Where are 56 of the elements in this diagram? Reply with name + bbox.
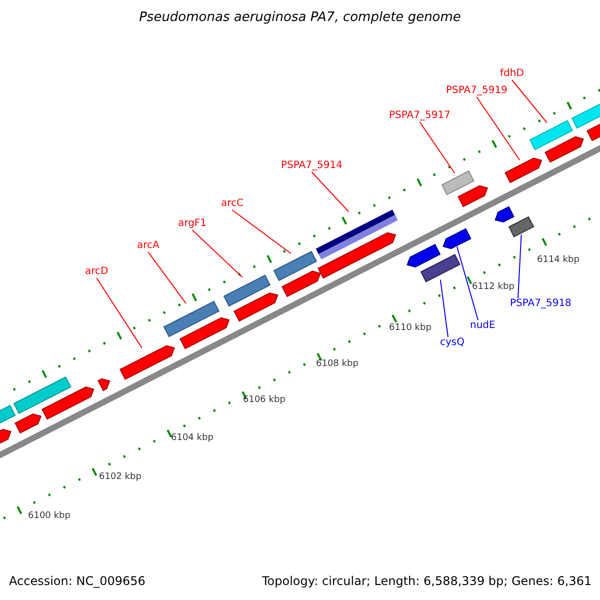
scale-label: 6100 kbp (28, 510, 70, 522)
leader-line (476, 96, 520, 161)
leader-line (440, 279, 448, 338)
scale-label: 6110 kbp (389, 322, 432, 334)
gene-block (441, 170, 474, 196)
gene-block (273, 250, 318, 282)
gene-feature (458, 185, 488, 208)
gene-block (529, 120, 574, 150)
gene-label: nudE (470, 320, 496, 332)
gene-block (508, 216, 534, 238)
gene-label: arcA (137, 240, 160, 252)
scale-label: 6112 kbp (472, 281, 514, 293)
accession-text: Accession: NC_009656 (9, 574, 146, 589)
gene-feature (504, 158, 542, 184)
scale-label: 6114 kbp (537, 254, 580, 266)
gene-block (223, 274, 271, 307)
gene-label: cysQ (440, 337, 464, 349)
gene-feature (180, 317, 230, 350)
gene-feature (120, 345, 175, 380)
gene-label: PSPA7_5917 (389, 110, 450, 122)
gene-feature (234, 292, 278, 322)
scale-label: 6108 kbp (316, 358, 358, 370)
leader-line (511, 80, 548, 124)
leader-line (311, 172, 350, 212)
gene-feature (406, 244, 441, 268)
leader-line (232, 210, 292, 254)
gene-label: PSPA7_5914 (281, 160, 342, 172)
scale-label: 6104 kbp (171, 432, 214, 444)
genome-summary-text: Topology: circular; Length: 6,588,339 bp; Genes: 6,361 (262, 574, 592, 589)
gene-feature (318, 232, 396, 279)
leader-line (518, 234, 522, 298)
scale-label: 6106 kbp (243, 394, 286, 406)
gene-feature (442, 228, 472, 250)
scale-label: 6102 kbp (99, 471, 142, 483)
leader-line (456, 246, 478, 320)
gene-feature (282, 270, 321, 298)
gene-label: PSPA7_5918 (510, 298, 572, 310)
gene-label: arcD (85, 266, 108, 278)
gene-block (163, 300, 220, 338)
gene-label: argF1 (178, 218, 207, 230)
gene-feature (42, 386, 94, 420)
gene-block (13, 376, 72, 414)
gene-block (316, 210, 398, 260)
leader-line (148, 252, 186, 304)
gene-block (420, 254, 460, 282)
gene-feature (98, 378, 110, 392)
gene-label: PSPA7_5919 (446, 85, 508, 97)
leader-line (96, 278, 142, 348)
gene-feature (494, 206, 514, 223)
leader-line (192, 230, 243, 278)
leader-line (419, 122, 456, 174)
gene-feature (544, 136, 584, 163)
title: Pseudomonas aeruginosa PA7, complete genome (138, 10, 462, 26)
gene-label: arcC (221, 198, 244, 210)
gene-label: fdhD (500, 68, 524, 80)
gene-block (0, 404, 16, 424)
